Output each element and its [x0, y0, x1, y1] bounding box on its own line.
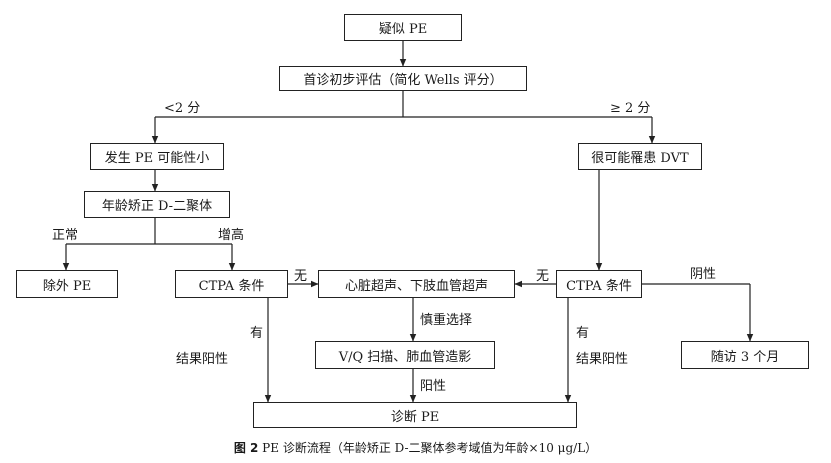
label-normal: 正常 — [52, 228, 79, 243]
node-likely-dvt: 很可能罹患 DVT — [578, 143, 702, 170]
label-ge2: ≥ 2 分 — [610, 101, 651, 116]
node-echo-ultrasound: 心脏超声、下肢血管超声 — [318, 270, 515, 298]
label-positive-vq: 阳性 — [420, 379, 447, 394]
label-lt2: <2 分 — [164, 101, 201, 116]
label-yes-right: 有 — [576, 326, 590, 341]
node-vq-scan: V/Q 扫描、肺血管造影 — [315, 341, 495, 369]
node-suspected-pe: 疑似 PE — [344, 14, 462, 41]
label-positive-left: 结果阳性 — [176, 352, 229, 367]
label-yes-left: 有 — [250, 326, 264, 341]
node-diagnose-pe: 诊断 PE — [253, 402, 577, 428]
label-negative: 阴性 — [690, 267, 717, 282]
node-d-dimer: 年龄矫正 D-二聚体 — [84, 191, 230, 218]
figure-caption: 图 2 PE 诊断流程（年龄矫正 D-二聚体参考域值为年龄×10 μg/L） — [0, 439, 831, 456]
figure-number: 图 2 — [233, 441, 259, 455]
node-initial-evaluation: 首诊初步评估（简化 Wells 评分） — [279, 66, 527, 91]
node-low-probability: 发生 PE 可能性小 — [90, 143, 224, 170]
figure-caption-text: PE 诊断流程（年龄矫正 D-二聚体参考域值为年龄×10 μg/L） — [262, 441, 598, 455]
label-positive-right: 结果阳性 — [576, 352, 629, 367]
node-followup: 随访 3 个月 — [681, 341, 809, 369]
node-ctpa-right: CTPA 条件 — [556, 270, 642, 298]
label-no-right: 无 — [536, 269, 550, 284]
label-elevated: 增高 — [218, 228, 245, 243]
node-exclude-pe: 除外 PE — [16, 270, 118, 298]
node-ctpa-left: CTPA 条件 — [175, 270, 288, 298]
label-no-left: 无 — [294, 269, 308, 284]
label-cautious: 慎重选择 — [420, 313, 473, 328]
